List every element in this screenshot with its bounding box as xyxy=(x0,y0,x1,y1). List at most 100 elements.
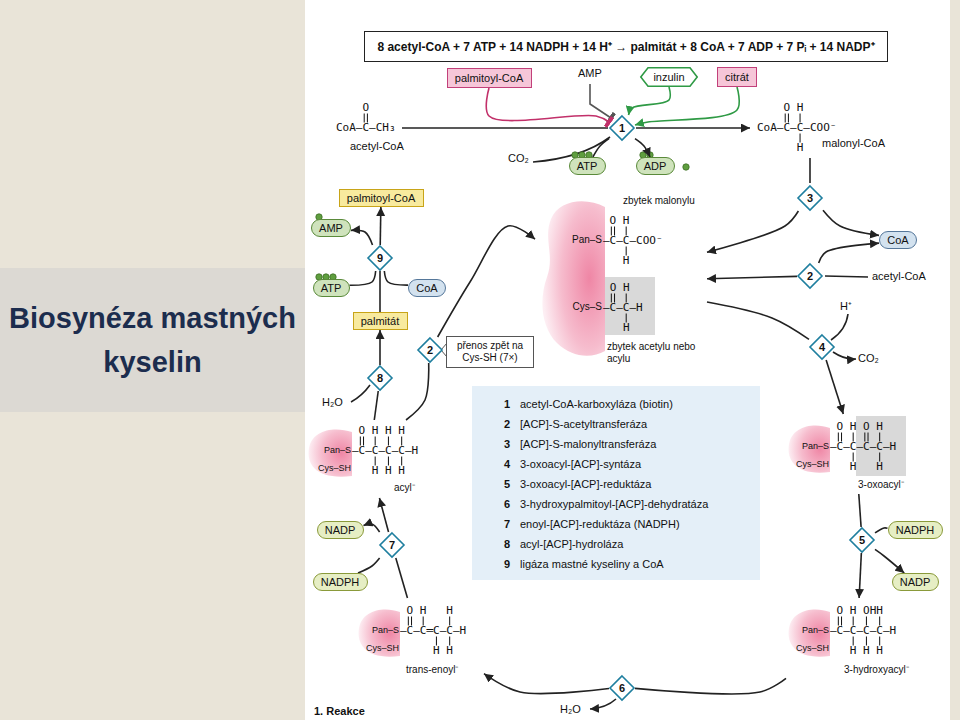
step-diamond: 3 xyxy=(797,185,823,211)
reaction-arrow xyxy=(707,302,809,339)
step-number: 2 xyxy=(504,418,510,430)
diamond-shape xyxy=(810,335,834,359)
reaction-arrow xyxy=(374,391,378,420)
reaction-arrow xyxy=(406,363,429,420)
reaction-arrow xyxy=(823,210,879,235)
inhibition-line xyxy=(486,88,609,122)
formula-text: H xyxy=(623,214,630,227)
step-number: 4 xyxy=(504,458,510,470)
enzyme-blob-shape xyxy=(542,201,605,356)
reaction-arrow xyxy=(635,678,786,694)
enzyme-blob-shape xyxy=(789,425,830,472)
step-number: 6 xyxy=(504,498,510,510)
title-box: Biosynéza mastných kyselin xyxy=(0,268,305,412)
step-diamond: 2 xyxy=(417,337,443,363)
step-number: 1 xyxy=(504,398,510,410)
formula-text: H xyxy=(850,644,857,657)
step-diamond: 9 xyxy=(367,245,393,271)
step-number: 3 xyxy=(807,192,813,204)
formula-text: —C—C—COO⁻ xyxy=(603,234,663,247)
cofactor-pill: ATP xyxy=(313,279,350,297)
compound-name: 3-oxoacyl⁻ xyxy=(858,479,904,491)
enzyme-arm-label: Cys–SH xyxy=(796,458,829,470)
step-number: 9 xyxy=(504,558,510,570)
enzyme-blob-shape xyxy=(789,609,830,656)
compound-name: acetyl-CoA xyxy=(350,140,404,153)
molecule-label: H⁺ xyxy=(840,300,852,313)
activator-hexagon: inzulin xyxy=(640,67,698,87)
step-number: 2 xyxy=(807,270,813,282)
enzyme-name: [ACP]-S-acetyltransferáza xyxy=(520,418,647,430)
inhibitor-box: palmitoyl-CoA xyxy=(447,68,532,88)
reaction-line xyxy=(402,127,608,129)
enzyme-name: 3-hydroxypalmitoyl-[ACP]-dehydratáza xyxy=(520,498,708,510)
reaction-arrow xyxy=(358,558,380,573)
enzyme-arm-label: Cys–SH xyxy=(366,642,399,654)
step-number: 6 xyxy=(619,682,625,694)
enzyme-name: 3-oxoacyl-[ACP]-syntáza xyxy=(520,458,641,470)
formula-text: —C—C—C—C—H xyxy=(352,444,418,457)
enzyme-arm-label: Cys–SH xyxy=(318,462,351,474)
diamond-shape xyxy=(610,116,634,140)
reaction-arrow xyxy=(826,360,843,414)
diamond-shape xyxy=(798,186,822,210)
formula-text: O xyxy=(359,424,366,437)
step-number: 8 xyxy=(504,538,510,550)
enzyme-arm-label: Pan–S xyxy=(572,234,602,246)
formula-text: H xyxy=(385,424,392,437)
product-box: palmitoyl-CoA xyxy=(339,189,424,207)
reaction-arrow xyxy=(384,271,408,285)
enzyme-name: [ACP]-S-malonyltransferáza xyxy=(520,438,656,450)
cofactor-pill: NADPH xyxy=(888,521,943,539)
formula-text: —C—C═C—C—H xyxy=(400,624,466,637)
activator-box: citrát xyxy=(717,67,757,87)
cofactor-pill: ADP xyxy=(636,157,675,175)
water-input-line xyxy=(351,385,370,402)
node-text: palmitoyl-CoA xyxy=(455,72,523,84)
reaction-arrow xyxy=(351,230,373,245)
formula-text: H xyxy=(797,101,804,114)
enzyme-name: 3-oxoacyl-[ACP]-reduktáza xyxy=(520,478,651,490)
phosphate-dot xyxy=(683,164,689,170)
formula-text: H xyxy=(850,460,857,473)
formula-text: —C—C—H xyxy=(603,301,643,314)
node-text: CoA xyxy=(887,234,908,246)
formula-text: H xyxy=(398,464,405,477)
enzyme-bound-intermediate: Pan–SCys–SHOHH—C—C═C—C—HHHtrans-enoyl⁻ xyxy=(356,598,484,684)
co2-release-arrow xyxy=(833,352,856,359)
enzyme-arm-label: Pan–S xyxy=(802,624,829,636)
formula-text: H xyxy=(446,644,453,657)
node-text: ADP xyxy=(644,160,667,172)
formula-text: O xyxy=(837,420,844,433)
formula-text: O xyxy=(610,214,617,227)
reaction-arrow xyxy=(636,127,750,129)
enzyme-name: acetyl-CoA-karboxyláza (biotin) xyxy=(520,398,673,410)
formula-text: H xyxy=(797,141,804,154)
product-box: palmitát xyxy=(353,312,408,330)
formula-text: O xyxy=(783,101,790,114)
reaction-arrow xyxy=(875,549,904,573)
step-diamond: 5 xyxy=(849,527,875,553)
formula-text: H xyxy=(623,321,630,334)
step-number: 7 xyxy=(504,518,510,530)
equation-box: 8 acetyl-CoA + 7 ATP + 14 NADPH + 14 H⁺ … xyxy=(364,31,888,62)
reaction-line xyxy=(825,276,868,277)
formula-text: —C—C—C—C—H xyxy=(830,624,896,637)
formula-text: H xyxy=(623,281,630,294)
diamond-shape xyxy=(418,338,442,362)
node-text: přenos zpět na Cys-SH (7×) xyxy=(452,340,528,364)
diamond-shape xyxy=(798,264,822,288)
node-text: NADPH xyxy=(321,576,360,588)
formula-text: H xyxy=(876,460,883,473)
step-number: 8 xyxy=(377,372,383,384)
formula-text: O xyxy=(863,420,870,433)
enzyme-arm-label: Pan–S xyxy=(372,624,399,636)
enzyme-blob-shape xyxy=(309,429,352,476)
formula-text: H xyxy=(372,464,379,477)
formula-text: OH xyxy=(863,604,876,617)
reaction-arrow xyxy=(875,528,888,533)
node-text: palmitoyl-CoA xyxy=(347,192,415,204)
reaction-arrow xyxy=(379,271,381,312)
diamond-shape xyxy=(380,533,404,557)
title-panel xyxy=(0,268,305,412)
